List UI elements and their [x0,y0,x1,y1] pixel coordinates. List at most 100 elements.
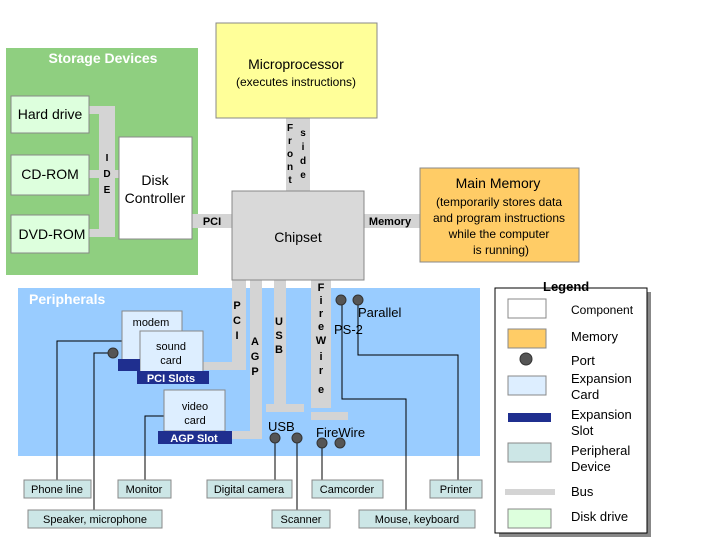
svg-text:r: r [288,136,292,147]
svg-text:e: e [318,384,324,396]
legend-peripheral-label-1: Peripheral [571,443,630,458]
svg-text:E: E [104,185,111,196]
dvd-rom-label: DVD-ROM [19,226,86,242]
svg-text:U: U [275,316,283,328]
frontside-bus [286,118,310,191]
legend-expansion-card-label-1: Expansion [571,371,632,386]
legend-peripheral-label-2: Device [571,459,611,474]
port-firewire-2 [334,437,346,449]
firewire-bus-horizontal [311,412,348,420]
ide-bus-hard-drive [89,106,115,114]
svg-text:P: P [233,300,240,312]
usb-bus-vertical [274,280,286,410]
svg-text:n: n [287,162,293,173]
svg-text:A: A [251,336,259,348]
microprocessor-subtitle: (executes instructions) [236,75,356,89]
video-card-label-1: video [182,401,208,413]
ide-bus-dvd-rom [89,229,115,237]
legend-port-swatch [519,352,533,366]
usb-vertical-label: U S B [275,316,283,356]
main-memory-box [419,167,580,263]
camcorder-box [311,479,384,499]
usb-bus-horizontal [266,404,304,412]
svg-text:s: s [300,128,306,139]
camcorder-label: Camcorder [320,484,375,496]
agp-bus-vertical [250,280,262,437]
main-memory-line-1: (temporarily stores data [436,195,562,209]
svg-text:D: D [103,169,110,180]
disk-controller-label-2: Controller [125,190,186,206]
svg-text:C: C [233,315,241,327]
pci-bus-disk-controller [192,214,232,228]
hard-drive-label: Hard drive [18,106,83,122]
monitor-label: Monitor [126,484,163,496]
disk-controller-label-1: Disk [141,172,169,188]
main-memory-line-4: is running) [473,243,529,257]
port-firewire-1 [316,437,328,449]
cd-rom-box [10,154,90,196]
usb-port-label: USB [268,419,295,434]
pci-slots-label: PCI Slots [147,373,195,385]
pci-bus-label: PCI [203,216,221,228]
port-sound [107,347,119,359]
port-usb-1 [269,432,281,444]
svg-text:i: i [319,295,322,307]
microprocessor-box [215,22,378,119]
modem-label: modem [133,317,170,329]
legend-expansion-slot-swatch [508,413,551,422]
peripheral-devices: Phone line Monitor Digital camera Camcor… [23,479,483,529]
speaker-microphone-label: Speaker, microphone [43,514,147,526]
legend-title: Legend [543,279,589,294]
legend-disk-drive-label: Disk drive [571,509,628,524]
agp-slot-label: AGP Slot [170,433,218,445]
dvd-rom-box [10,214,90,254]
mouse-keyboard-box [358,509,476,529]
legend-bus-label: Bus [571,484,594,499]
speaker-microphone-box [27,509,163,529]
legend-bus-swatch [505,489,555,495]
ide-bus-cd-rom [89,170,119,178]
firewire-vertical-label: F i r e W i r e [316,282,327,396]
svg-text:t: t [288,175,292,186]
legend-peripheral-swatch [507,442,552,463]
line-monitor [144,415,169,480]
agp-bus-horizontal [224,431,262,439]
disk-controller-box [118,136,193,240]
legend-component-label: Component [571,303,634,317]
sound-card-label-2: card [160,355,181,367]
cd-rom-label: CD-ROM [21,166,79,182]
microprocessor-title: Microprocessor [248,56,344,72]
port-parallel [352,294,364,306]
phone-line-label: Phone line [31,484,83,496]
svg-text:i: i [302,142,305,153]
agp-slot-bar [158,431,232,444]
parallel-label: Parallel [358,305,401,320]
legend-memory-swatch [507,328,547,349]
main-memory-title: Main Memory [456,175,541,191]
port-usb-2 [291,432,303,444]
legend-port-label: Port [571,353,595,368]
line-speaker [93,352,112,510]
legend-expansion-slot-label-2: Slot [571,423,594,438]
pci-bus-vertical [232,280,246,368]
svg-text:e: e [318,321,324,333]
firewire-bus-vertical [311,280,331,408]
pci-bus-horizontal [203,362,246,370]
memory-bus [364,214,420,228]
chipset-label: Chipset [274,229,322,245]
peripherals-region-title: Peripherals [29,291,105,307]
phone-line-box [23,479,92,499]
svg-text:F: F [287,123,293,134]
svg-text:F: F [318,282,325,294]
monitor-box [117,479,172,499]
chipset-box [231,190,365,281]
sound-card-label-1: sound [156,341,186,353]
svg-text:i: i [319,351,322,363]
svg-text:W: W [316,335,327,347]
legend-expansion-slot-label-1: Expansion [571,407,632,422]
mouse-keyboard-label: Mouse, keyboard [375,514,459,526]
storage-region-title: Storage Devices [49,50,158,66]
svg-text:S: S [275,330,282,342]
firewire-port-label: FireWire [316,425,365,440]
